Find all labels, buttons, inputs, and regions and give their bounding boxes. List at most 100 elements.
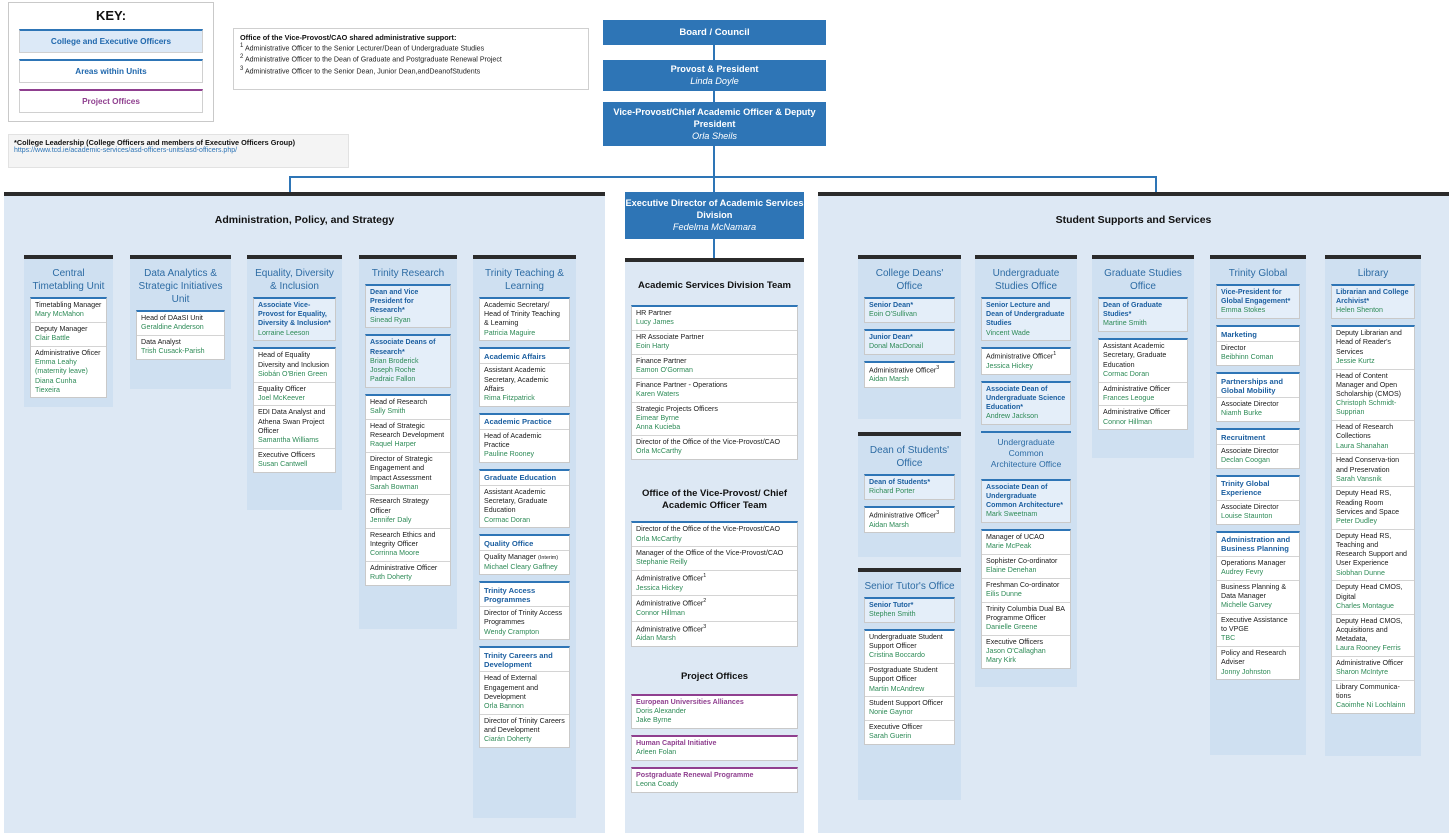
unit-card: Deputy Librarian and Head of Reader's Se… — [1331, 325, 1415, 715]
leadership-link[interactable]: https://www.tcd.ie/academic-services/asd… — [14, 147, 238, 154]
staff-person: Samantha Williams — [258, 436, 319, 445]
staff-role: Dean of Graduate Studies* — [1103, 301, 1163, 319]
node-person: Fedelma McNamara — [672, 222, 757, 233]
staff-role: Vice-President for Global Engagement* — [1221, 288, 1291, 306]
staff-role: EDI Data Analyst and Athena Swan Project… — [258, 408, 326, 435]
staff-row: Deputy Head RS, Reading Room Services an… — [1332, 487, 1414, 530]
staff-person: Sarah Vansnik — [1336, 474, 1382, 483]
staff-role: Operations Manager — [1221, 558, 1286, 567]
card-section-header: Trinity Global Experience — [1217, 477, 1299, 501]
staff-person: Emma Leahy — [35, 358, 77, 367]
staff-role: Finance Partner — [636, 356, 687, 365]
staff-person: Pauline Rooney — [484, 450, 535, 459]
staff-person: Michael Cleary Gaffney — [484, 562, 558, 571]
staff-person: Elaine Denehan — [986, 566, 1037, 575]
staff-role: Data Analyst — [141, 337, 181, 346]
staff-role: Head of Content Manager and Open Scholar… — [1336, 371, 1402, 398]
staff-person: Nonie Gaynor — [869, 708, 913, 717]
staff-row: Associate Dean of Undergraduate Science … — [982, 383, 1070, 424]
staff-person: Susan Cantwell — [258, 460, 308, 469]
staff-person: Patricia Maguire — [484, 328, 536, 337]
staff-role: Head Conserva-tion and Preservation — [1336, 456, 1400, 474]
unit-card: Vice-President for Global Engagement*Emm… — [1216, 284, 1300, 320]
staff-row: Deputy Head RS, Teaching and Research Su… — [1332, 530, 1414, 582]
section-title: Student Supports and Services — [1055, 214, 1212, 226]
vp-team-card: Director of the Office of the Vice-Provo… — [631, 521, 798, 648]
staff-row: Assistant Academic Secretary, Academic A… — [480, 364, 569, 405]
staff-person: Padraic Fallon — [370, 375, 416, 384]
staff-row: Director of Trinity Careers and Developm… — [480, 715, 569, 747]
unit-title: Graduate Studies Office — [1104, 268, 1182, 292]
staff-person: Jennifer Daly — [370, 515, 412, 524]
card-section-header: Administration and Business Planning — [1217, 533, 1299, 557]
staff-person: Emma Stokes — [1221, 306, 1266, 315]
staff-row: Deputy Librarian and Head of Reader's Se… — [1332, 327, 1414, 370]
staff-role: Executive Assistance to VPGE — [1221, 616, 1288, 634]
subunit-title: Undergraduate Common Architecture Office — [981, 431, 1071, 475]
staff-person: Jason O'Callaghan — [986, 647, 1046, 656]
staff-row: Director of the Office of the Vice-Provo… — [632, 523, 797, 548]
staff-role: Associate Dean of Undergraduate Common A… — [986, 482, 1063, 509]
staff-role: Administrative Officer — [1103, 408, 1171, 417]
staff-row: Head of Content Manager and Open Scholar… — [1332, 370, 1414, 422]
staff-person: Lucy James — [636, 318, 674, 327]
staff-role: Associate Deans of Research* — [370, 338, 436, 356]
unit-card: Dean of Students*Richard Porter — [864, 474, 955, 500]
staff-row: Manager of the Office of the Vice-Provos… — [632, 547, 797, 572]
unit-card: Associate Dean of Undergraduate Science … — [981, 380, 1071, 426]
unit-title: Equality, Diversity & Inclusion — [255, 268, 334, 292]
staff-person: Andrew Jackson — [986, 412, 1039, 421]
staff-role: Head of Academic Practice — [484, 431, 542, 449]
unit-card: Associate Vice-Provost for Equality, Div… — [253, 297, 336, 342]
staff-person: Joel McKeever — [258, 393, 305, 402]
key-item-college-officers: College and Executive Officers — [19, 29, 203, 53]
card-section-header: Trinity Careers and Development — [480, 648, 569, 673]
staff-person: TBC — [1221, 634, 1236, 643]
staff-person: Beibhinn Coman — [1221, 353, 1274, 362]
note-marker: 2 — [240, 54, 244, 61]
unit-data-analytics-strategic-initiatives-unit[interactable]: Data Analytics & Strategic Initiatives U… — [130, 255, 231, 389]
staff-person: Jessie Kurtz — [1336, 356, 1375, 365]
unit-title: Trinity Global — [1228, 268, 1288, 279]
section-title: Administration, Policy, and Strategy — [214, 214, 395, 226]
footnote-marker: 1 — [703, 573, 707, 580]
project-name: Human Capital Initiative — [636, 739, 717, 748]
staff-person: Connor Hillman — [636, 609, 685, 618]
note-text: Administrative Officer to the Dean of Gr… — [244, 55, 502, 64]
staff-row: Dean of Graduate Studies*Martine Smith — [1099, 299, 1187, 331]
project-person: Arleen Folan — [636, 748, 677, 757]
staff-person: Jonny Johnston — [1221, 667, 1271, 676]
staff-person: Corrinna Moore — [370, 549, 420, 558]
staff-row: Associate Deans of Research*Brian Broder… — [366, 336, 450, 387]
staff-role: Assistant Academic Secretary, Graduate E… — [484, 487, 548, 515]
